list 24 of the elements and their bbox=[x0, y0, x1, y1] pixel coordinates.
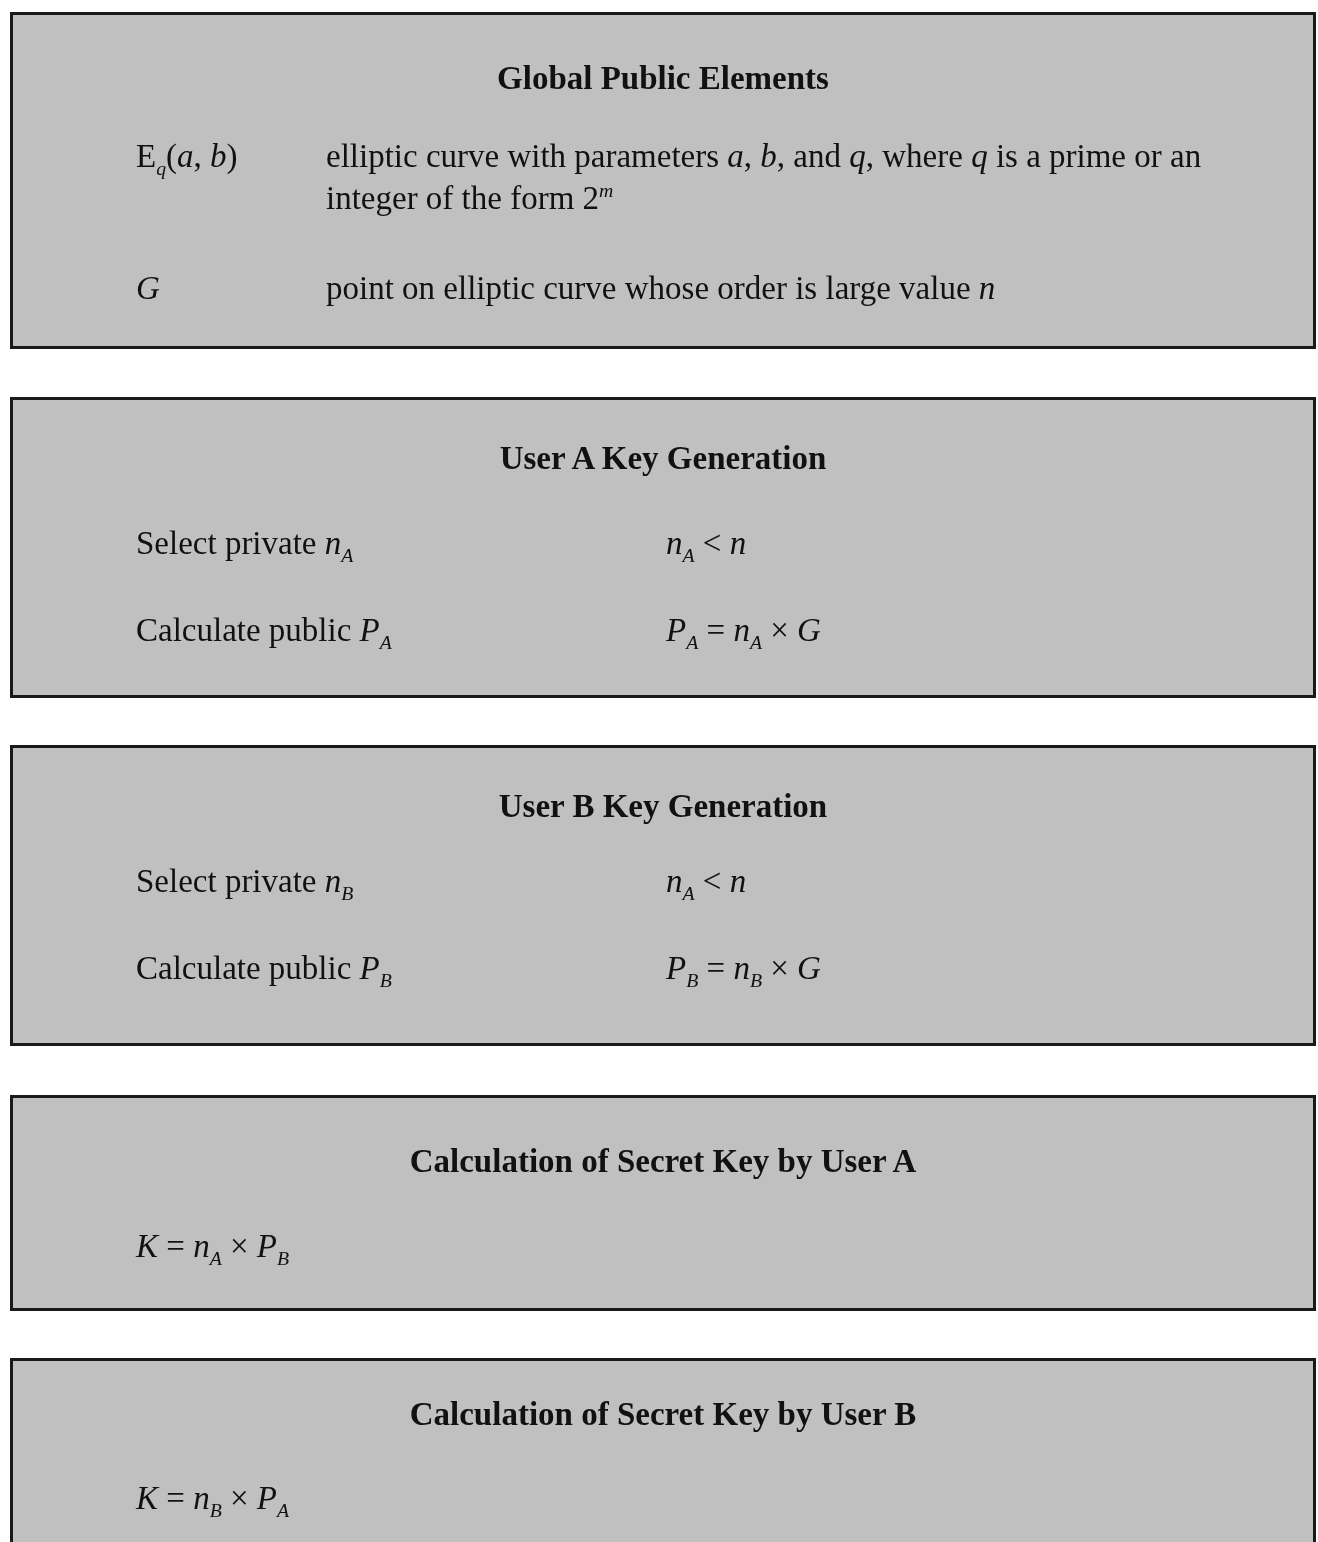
panel-heading: User B Key Generation bbox=[497, 787, 829, 826]
row-value: P$_{A}$ = n$_{A}$ × G bbox=[666, 611, 821, 651]
row-value: n$_{A}$ < n bbox=[666, 524, 747, 564]
row-label: G bbox=[136, 269, 160, 308]
row-label: Select private n$_{B}$ bbox=[136, 862, 354, 902]
row-value: n$_{A}$ < n bbox=[666, 862, 747, 902]
row-label: K = n$_{B}$ × P$_{A}$ bbox=[136, 1479, 290, 1519]
row-label: K = n$_{A}$ × P$_{B}$ bbox=[136, 1227, 290, 1267]
panel-heading: Calculation of Secret Key by User B bbox=[408, 1395, 918, 1434]
panel-heading: Global Public Elements bbox=[496, 59, 830, 98]
panel-heading: Calculation of Secret Key by User A bbox=[408, 1142, 918, 1181]
panel-box bbox=[10, 745, 1316, 1046]
row-label: Calculate public P$_{A}$ bbox=[136, 611, 392, 651]
panel-box bbox=[10, 397, 1316, 698]
row-value: P$_{B}$ = n$_{B}$ × G bbox=[666, 949, 821, 989]
row-label: Calculate public P$_{B}$ bbox=[136, 949, 392, 989]
row-value: point on elliptic curve whose order is large value n bbox=[326, 269, 997, 308]
panel-box bbox=[10, 12, 1316, 349]
panel-box bbox=[10, 1358, 1316, 1542]
panel-box bbox=[10, 1095, 1316, 1311]
row-label: E$_{q}$(a, b) bbox=[136, 137, 238, 177]
row-label: Select private n$_{A}$ bbox=[136, 524, 354, 564]
panel-heading: User A Key Generation bbox=[498, 439, 828, 478]
row-value: elliptic curve with parameters a, b, and q, where q is a prime or an integer of the form 2$^{m}$ bbox=[326, 137, 1203, 218]
